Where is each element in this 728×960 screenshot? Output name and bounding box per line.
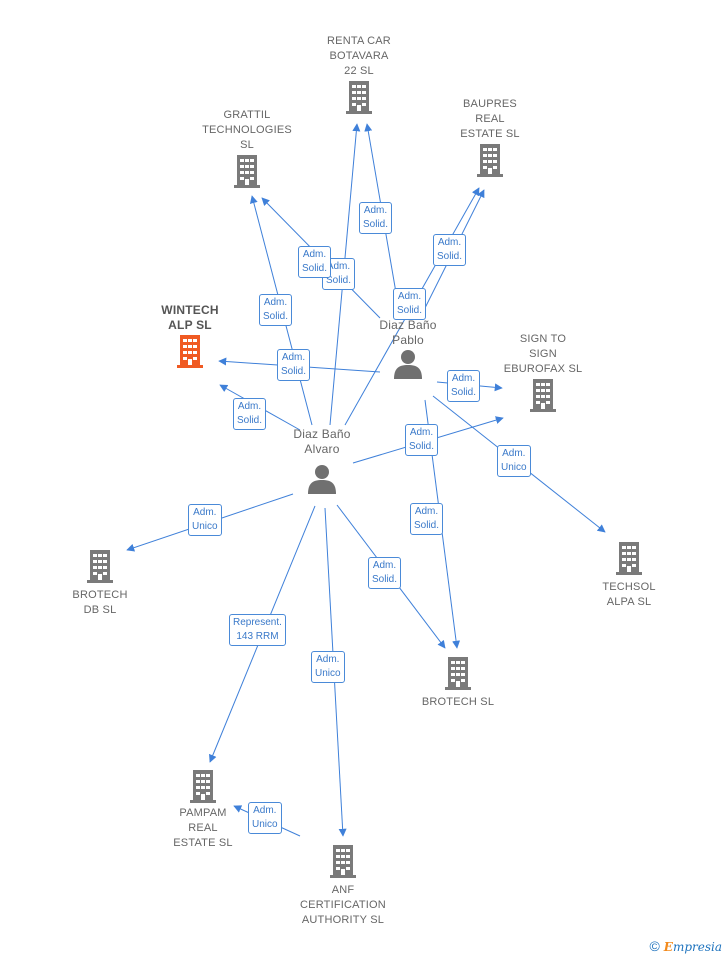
building-icon <box>190 770 216 803</box>
company-label: BAUPRES REAL ESTATE SL <box>460 98 520 140</box>
brand-footer[interactable]: ©Empresia <box>649 938 722 954</box>
company-label: BROTECH SL <box>421 696 495 708</box>
company-node-grattil-technologies[interactable]: GRATTIL TECHNOLOGIES SL <box>177 108 317 189</box>
edge-label-pablo-to-renta[interactable]: Adm. Solid. <box>359 202 393 234</box>
company-node-sign-to-sign-eburofax[interactable]: SIGN TO SIGN EBUROFAX SL <box>473 332 613 413</box>
company-label: SIGN TO SIGN EBUROFAX SL <box>503 333 583 375</box>
edge-label-alvaro-to-brotech[interactable]: Adm. Solid. <box>368 557 402 589</box>
brand-rest: mpresia <box>672 940 722 954</box>
company-node-brotech[interactable]: BROTECH SL <box>388 655 528 710</box>
building-icon <box>477 144 503 177</box>
edge-label-pablo-to-techsol[interactable]: Adm. Unico <box>497 445 531 477</box>
company-node-anf-certification-authority[interactable]: ANF CERTIFICATION AUTHORITY SL <box>273 843 413 928</box>
edge-label-pablo-to-brotech[interactable]: Adm. Solid. <box>410 503 444 535</box>
edge-label-pablo-to-sign[interactable]: Adm. Solid. <box>447 370 481 402</box>
company-label: ANF CERTIFICATION AUTHORITY SL <box>300 884 386 926</box>
building-icon <box>177 335 203 368</box>
building-icon <box>616 542 642 575</box>
edge-label-pablo-to-wintech[interactable]: Adm. Solid. <box>277 349 311 381</box>
company-label: WINTECH ALP SL <box>161 303 219 332</box>
company-node-wintech-alp[interactable]: WINTECH ALP SL <box>120 303 260 369</box>
copyright-icon: © <box>649 938 660 954</box>
company-node-renta-car-botavara[interactable]: RENTA CAR BOTAVARA 22 SL <box>289 34 429 115</box>
edge-label-anf-to-pampam[interactable]: Adm. Unico <box>248 802 282 834</box>
edge-label-pablo-to-baupres[interactable]: Adm. Solid. <box>433 234 467 266</box>
building-icon <box>445 657 471 690</box>
company-label: PAMPAM REAL ESTATE SL <box>173 807 233 849</box>
edge-label-alvaro-to-anf[interactable]: Adm. Unico <box>311 651 345 683</box>
person-label: Diaz Baño Pablo <box>379 318 437 347</box>
brand-initial: E <box>663 940 673 954</box>
building-icon <box>530 379 556 412</box>
building-icon <box>234 155 260 188</box>
person-icon <box>308 465 336 494</box>
person-icon <box>394 350 422 379</box>
company-label: GRATTIL TECHNOLOGIES SL <box>202 109 292 151</box>
edge-label-alvaro-to-wintech[interactable]: Adm. Solid. <box>233 398 267 430</box>
edge-label-alvaro-to-pampam[interactable]: Represent. 143 RRM <box>229 614 286 646</box>
person-node-diaz-bano-pablo[interactable]: Diaz Baño Pablo <box>338 318 478 380</box>
company-node-techsol-alpa[interactable]: TECHSOL ALPA SL <box>559 540 699 610</box>
company-node-pampam-real-estate[interactable]: PAMPAM REAL ESTATE SL <box>133 768 273 851</box>
person-node-diaz-bano-alvaro[interactable]: Diaz Baño Alvaro <box>252 427 392 495</box>
brand-name: Empresia <box>664 940 722 954</box>
company-label: RENTA CAR BOTAVARA 22 SL <box>327 35 391 77</box>
company-node-baupres-real-estate[interactable]: BAUPRES REAL ESTATE SL <box>420 97 560 178</box>
building-icon <box>346 81 372 114</box>
edge-label-alvaro-to-grattil[interactable]: Adm. Solid. <box>259 294 293 326</box>
edge-label-pablo-to-grattil[interactable]: Adm. Solid. <box>298 246 332 278</box>
company-label: BROTECH DB SL <box>72 589 128 616</box>
company-node-brotech-db[interactable]: BROTECH DB SL <box>30 548 170 618</box>
building-icon <box>330 845 356 878</box>
edge-label-alvaro-to-brotechdb[interactable]: Adm. Unico <box>188 504 222 536</box>
company-label: TECHSOL ALPA SL <box>602 581 656 608</box>
edge-label-alvaro-to-baupres[interactable]: Adm. Solid. <box>393 288 427 320</box>
building-icon <box>87 550 113 583</box>
edge-label-alvaro-to-sign[interactable]: Adm. Solid. <box>405 424 439 456</box>
person-label: Diaz Baño Alvaro <box>293 427 351 456</box>
